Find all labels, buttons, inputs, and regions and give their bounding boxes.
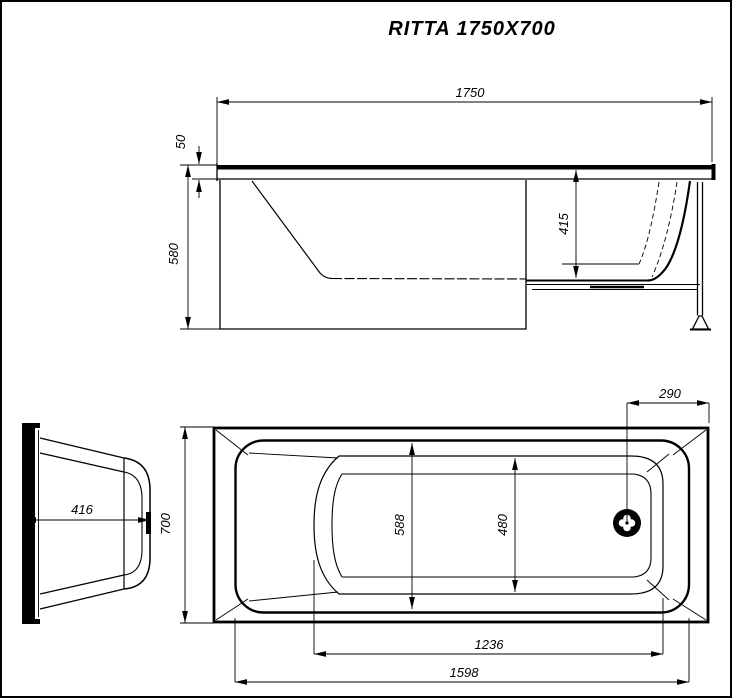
dim-end-bottom-width-label: 416 xyxy=(71,502,93,517)
support-frame xyxy=(526,182,711,331)
dim-drain-offset-label: 290 xyxy=(658,386,681,401)
dim-plan-overall-width-label: 700 xyxy=(158,512,173,534)
tub-interior-profile xyxy=(251,180,527,280)
end-wall-profile xyxy=(39,437,151,610)
adjustable-foot xyxy=(691,315,710,330)
dim-plan-overall-width: 700 xyxy=(158,426,214,624)
dim-bottom-length-label: 1236 xyxy=(475,637,505,652)
dim-end-bottom-width: 416 xyxy=(24,502,150,523)
dim-overall-height: 580 xyxy=(166,165,220,330)
dim-bottom-width-label: 480 xyxy=(495,513,510,535)
tub-rim xyxy=(216,163,716,181)
dim-inner-rim-width: 588 xyxy=(392,443,415,609)
dim-rim-height: 50 xyxy=(173,134,220,198)
dim-bottom-length: 1236 xyxy=(313,560,664,657)
apron-panel xyxy=(219,180,527,330)
plan-corner-diagonals xyxy=(215,429,707,621)
end-bottom-tick xyxy=(146,512,151,534)
dim-overall-length-label: 1750 xyxy=(456,85,486,100)
plan-upper-contour xyxy=(313,455,664,595)
end-rim-flange xyxy=(22,423,40,624)
dim-inner-rim-length: 1598 xyxy=(234,618,690,685)
plan-rim-opening xyxy=(234,439,691,614)
tub-right-end xyxy=(526,180,692,282)
dim-drain-offset: 290 xyxy=(626,386,710,523)
dim-overall-height-label: 580 xyxy=(166,242,181,264)
plan-view: 700 290 588 480 xyxy=(158,386,710,685)
dim-inner-depth-label: 415 xyxy=(556,212,571,234)
dim-inner-rim-width-label: 588 xyxy=(392,513,407,535)
plan-bottom-contour xyxy=(331,473,652,578)
drawing-title: RITTA 1750X700 xyxy=(388,18,556,40)
dim-inner-depth: 415 xyxy=(556,170,579,278)
dim-overall-length: 1750 xyxy=(216,85,713,163)
dim-inner-rim-length-label: 1598 xyxy=(450,665,480,680)
end-view: 416 xyxy=(22,423,151,624)
dim-rim-height-label: 50 xyxy=(173,134,188,149)
dim-bottom-width: 480 xyxy=(495,458,518,592)
side-view: 1750 50 580 xyxy=(166,85,716,331)
plan-outer-rect xyxy=(212,426,710,624)
